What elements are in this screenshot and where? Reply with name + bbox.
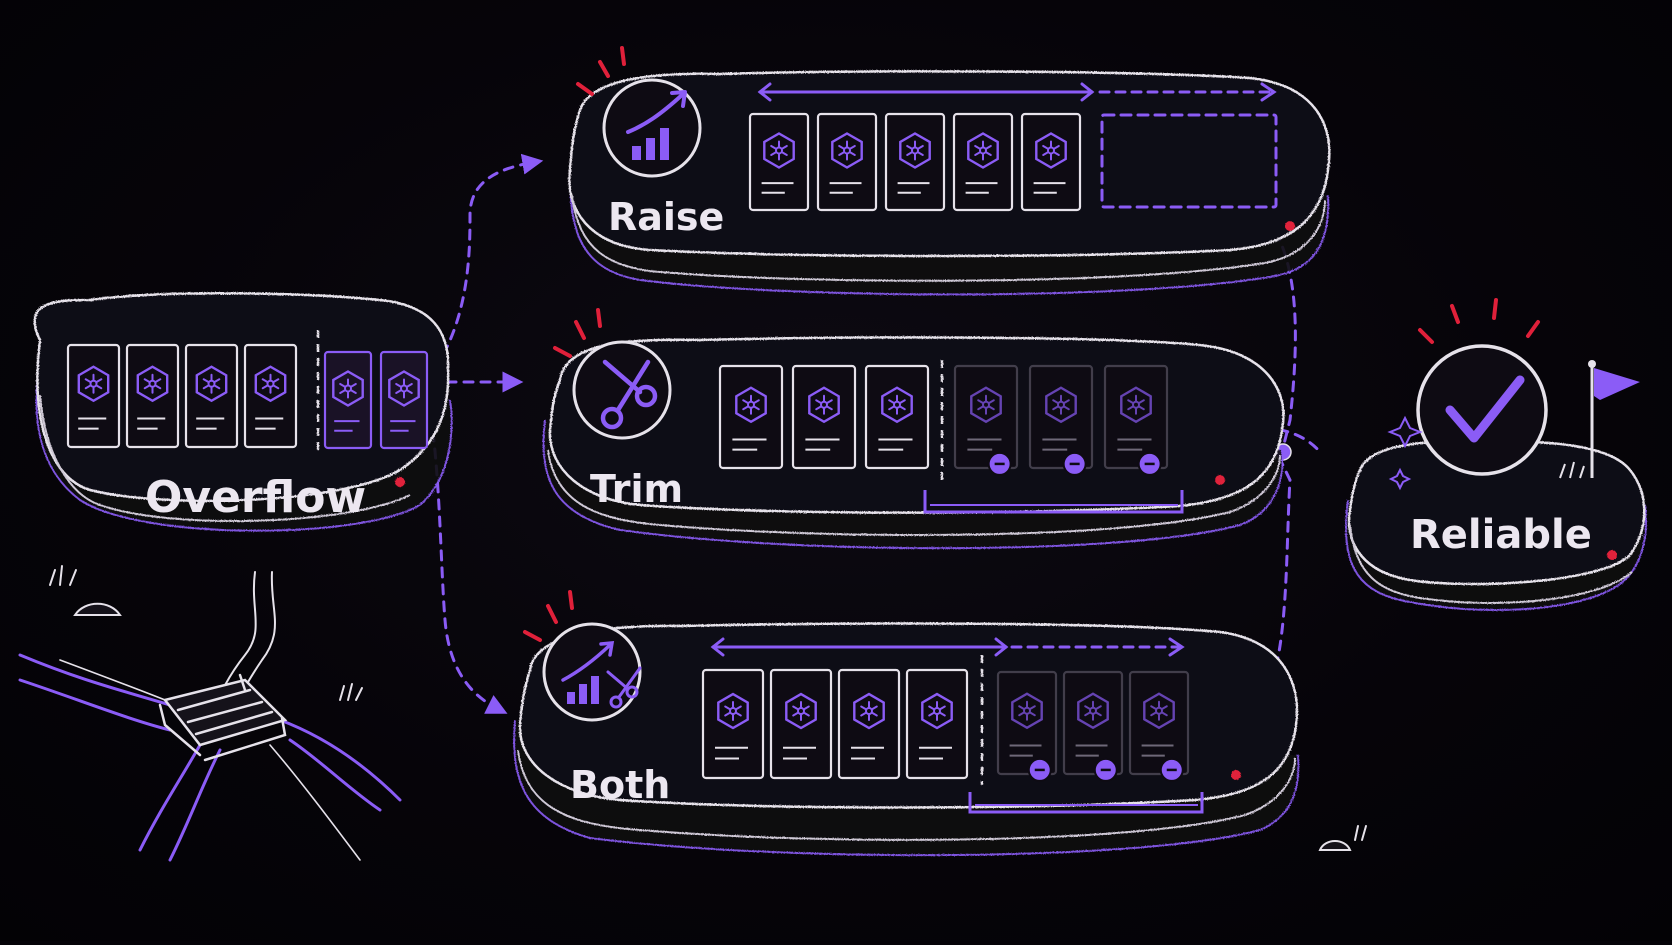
raise-icon-badge (576, 46, 702, 178)
checkmark-icon (1445, 375, 1525, 443)
both-tray (968, 792, 1204, 814)
reliable-label: Reliable (1410, 512, 1592, 558)
sparkle-icon (1387, 415, 1423, 491)
overflow-label: Overflow (145, 472, 366, 523)
reliable-icon-badge (1387, 298, 1640, 491)
scissors-icon (600, 359, 658, 430)
card (837, 668, 901, 780)
card (864, 364, 930, 470)
raise-label: Raise (608, 195, 724, 239)
card (791, 364, 857, 470)
both-cards (701, 668, 1190, 782)
card (952, 112, 1014, 212)
removed-card (1128, 670, 1190, 782)
rising-bar-chart-icon (626, 90, 687, 160)
card (905, 668, 969, 780)
removed-card (1062, 670, 1124, 782)
card (125, 343, 180, 449)
raise-cards (748, 112, 1082, 212)
removed-card (953, 364, 1019, 476)
overflow-card (323, 350, 373, 450)
overflow-card (379, 350, 429, 450)
card (816, 112, 878, 212)
card (769, 668, 833, 780)
removed-card (996, 670, 1058, 782)
trim-label: Trim (590, 467, 683, 511)
card (184, 343, 239, 449)
trim-cards (718, 364, 1169, 476)
trim-icon-badge (553, 308, 672, 440)
raise-capacity-arrows (757, 82, 1278, 209)
card (718, 364, 784, 470)
connector-overflow-to-raise (422, 153, 544, 384)
removed-card (1028, 364, 1094, 476)
card (884, 112, 946, 212)
both-capacity-arrows (710, 637, 1185, 657)
both-label: Both (570, 763, 670, 807)
card (1020, 112, 1082, 212)
trim-tray (923, 490, 1184, 514)
river-bridge-decoration (18, 565, 1367, 862)
flag-icon (1588, 360, 1640, 478)
removed-card (1103, 364, 1169, 476)
card (243, 343, 298, 449)
both-icon-badge (523, 590, 642, 722)
card (748, 112, 810, 212)
card (701, 668, 765, 780)
card (66, 343, 121, 449)
overflow-cards (66, 343, 429, 450)
chart-and-scissors-icon (561, 641, 642, 709)
bridge-icon (158, 673, 288, 762)
